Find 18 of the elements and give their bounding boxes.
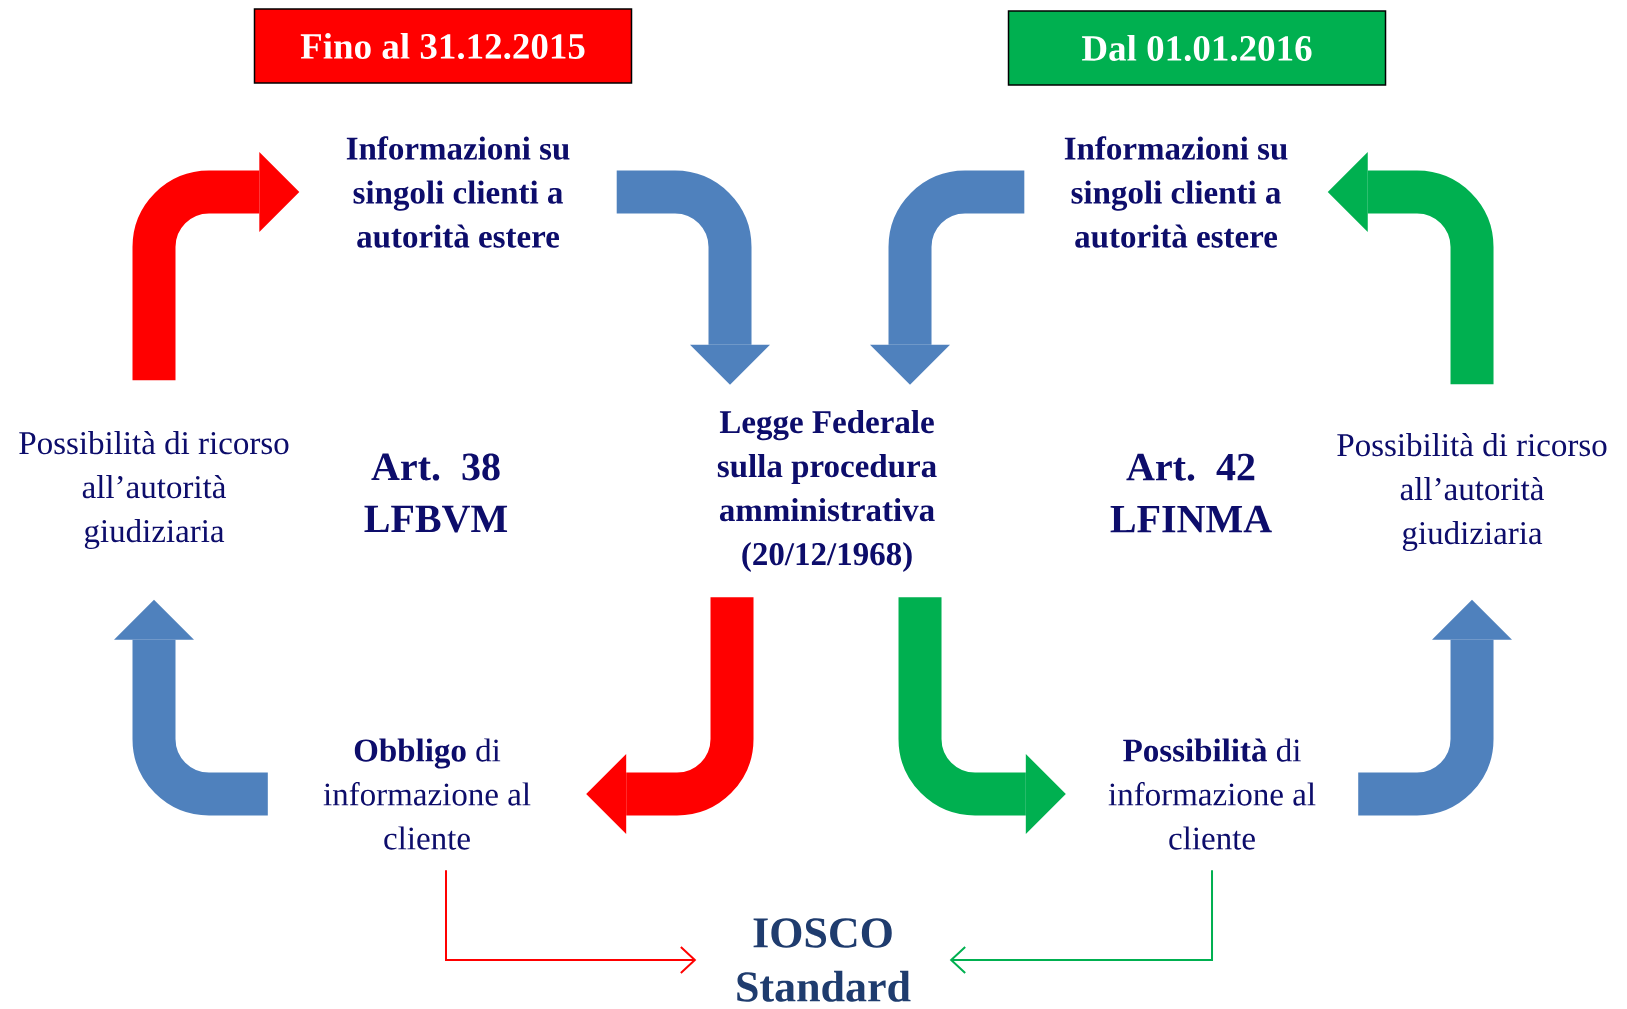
caption-text: Possibilità di informazione al cliente [1108,738,1316,850]
heading-text: Informazioni su singoli clienti a autorità estere [346,136,570,248]
arrow [445,869,697,974]
date-banner: Dal 01.01.2016 [1007,10,1387,86]
date-banner: Fino al 31.12.2015 [253,8,633,84]
bent-block-arrow [132,152,300,381]
article-label: Art. 42 LFINMA [1110,453,1272,533]
arrow [949,869,1213,974]
bent-block-arrow [586,597,754,834]
caption-text: Obbligo di informazione al cliente [323,738,531,850]
article-label: Art. 38 LFBVM [364,453,508,533]
bent-block-arrow [1327,152,1494,385]
heading-text: Legge Federale sulla procedura amministrativa (20/12/1968) [717,410,937,572]
bent-block-arrow [898,597,1066,834]
standard-title: IOSCO Standard [737,918,911,1002]
heading-text: Informazioni su singoli clienti a autorità estere [1064,136,1288,248]
caption-text: Possibilità di ricorso all’autorità giudiziaria [19,430,289,550]
caption-text: Possibilità di ricorso all’autorità giudiziaria [1337,432,1607,552]
